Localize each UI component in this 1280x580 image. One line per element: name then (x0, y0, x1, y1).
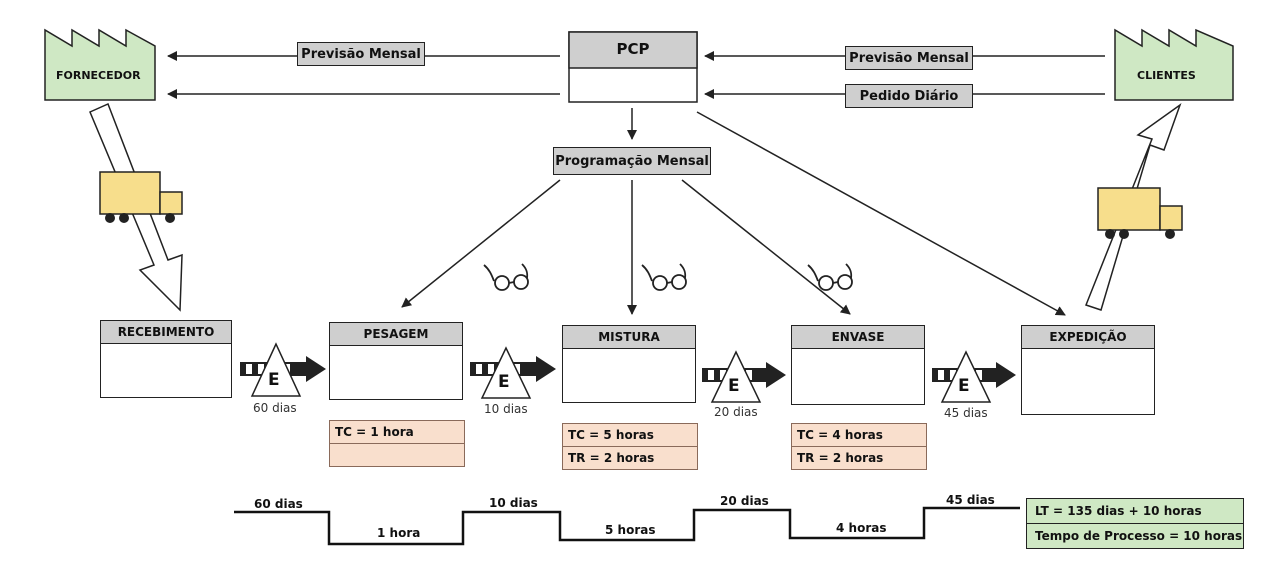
go-see-glasses-icon (483, 263, 529, 291)
supplier-factory-icon (44, 28, 156, 101)
process-title: MISTURA (563, 326, 695, 349)
inventory-symbol: E (958, 376, 970, 396)
process-box-expedicao: EXPEDIÇÃO (1021, 325, 1155, 415)
data-box-row (329, 443, 465, 467)
data-box-row: TC = 5 horas (562, 423, 698, 447)
inventory-time: 45 dias (944, 406, 988, 420)
timeline-processing: 4 horas (836, 521, 887, 535)
supplier-forecast-label: Previsão Mensal (297, 42, 425, 66)
data-box-row: TC = 4 horas (791, 423, 927, 447)
go-see-glasses-icon (807, 263, 853, 291)
inventory-symbol: E (728, 376, 740, 396)
data-box-row: TC = 1 hora (329, 420, 465, 444)
timeline-wait: 10 dias (489, 496, 538, 510)
customer-truck-icon (1097, 187, 1183, 239)
supplier-truck-icon (99, 171, 183, 223)
timeline-line (234, 506, 1020, 546)
process-box-recebimento: RECEBIMENTO (100, 320, 232, 398)
inventory-triangle-icon (250, 342, 302, 397)
process-time-box: Tempo de Processo = 10 horas (1026, 523, 1244, 549)
inventory-triangle-icon (710, 350, 762, 403)
supplier-label: FORNECEDOR (56, 69, 141, 82)
process-box-mistura: MISTURA (562, 325, 696, 403)
schedule-to-envase-arrow (681, 179, 851, 315)
process-box-pesagem: PESAGEM (329, 322, 463, 400)
timeline-wait: 20 dias (720, 494, 769, 508)
pcp-label: PCP (616, 40, 650, 58)
inventory-time: 60 dias (253, 401, 297, 415)
pcp-to-expedicao-arrow (696, 111, 1066, 316)
customer-label: CLIENTES (1137, 69, 1196, 82)
customer-forecast-label: Previsão Mensal (845, 46, 973, 70)
process-title: EXPEDIÇÃO (1022, 326, 1154, 349)
inventory-time: 10 dias (484, 402, 528, 416)
process-box-envase: ENVASE (791, 325, 925, 405)
go-see-glasses-icon (641, 263, 687, 291)
customer-daily-order-label: Pedido Diário (845, 84, 973, 108)
customer-shipment-arrow (1085, 103, 1182, 311)
process-title: PESAGEM (330, 323, 462, 346)
timeline-wait: 45 dias (946, 493, 995, 507)
process-title: RECEBIMENTO (101, 321, 231, 344)
process-title: ENVASE (792, 326, 924, 349)
timeline-wait: 60 dias (254, 497, 303, 511)
timeline-processing: 5 horas (605, 523, 656, 537)
schedule-to-pesagem-arrow (401, 179, 561, 308)
schedule-label: Programação Mensal (553, 147, 711, 175)
customer-factory-icon (1114, 28, 1234, 101)
inventory-triangle-icon (940, 350, 992, 403)
inventory-time: 20 dias (714, 405, 758, 419)
lead-time-box: LT = 135 dias + 10 horas (1026, 498, 1244, 524)
timeline-processing: 1 hora (377, 526, 421, 540)
inventory-symbol: E (498, 372, 510, 392)
data-box-row: TR = 2 horas (562, 446, 698, 470)
inventory-symbol: E (268, 370, 280, 390)
data-box-row: TR = 2 horas (791, 446, 927, 470)
inventory-triangle-icon (480, 346, 532, 399)
